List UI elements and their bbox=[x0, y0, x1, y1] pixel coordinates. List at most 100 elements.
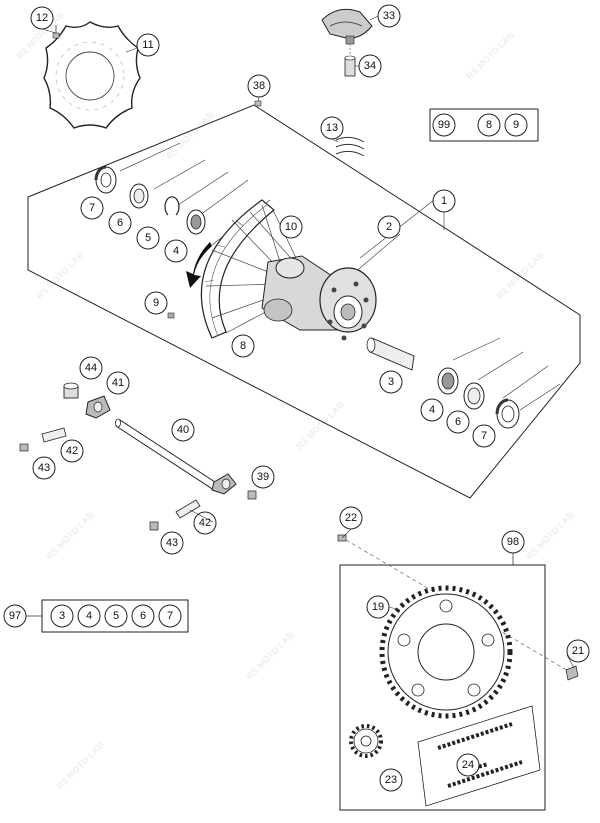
callout-label: 42 bbox=[66, 445, 78, 457]
callout-4b bbox=[420, 398, 444, 422]
valve-nut bbox=[254, 100, 262, 107]
callout-label: 2 bbox=[386, 221, 392, 233]
sprocket-kit-box bbox=[339, 553, 546, 811]
watermark: RS MOTO LAB bbox=[464, 30, 516, 82]
kit-97-item bbox=[50, 604, 74, 628]
callout-label: 1 bbox=[441, 195, 447, 207]
rear-sprocket bbox=[379, 585, 513, 719]
callout-label: 44 bbox=[85, 362, 97, 374]
chain-guide-part bbox=[321, 8, 373, 56]
callout-39 bbox=[251, 465, 275, 489]
callout-label: 42 bbox=[199, 517, 211, 529]
axle-spacer bbox=[63, 382, 79, 399]
inner-bearing bbox=[186, 209, 206, 235]
adjuster-nut bbox=[149, 521, 159, 531]
rotation-direction-arrow bbox=[186, 242, 212, 288]
callout-41 bbox=[106, 371, 130, 395]
callout-7b bbox=[472, 424, 496, 448]
kit-97-item-label: 5 bbox=[113, 610, 119, 622]
callout-7 bbox=[80, 196, 104, 220]
wheel-rim bbox=[200, 199, 275, 339]
callout-label: 43 bbox=[166, 537, 178, 549]
callout-3 bbox=[379, 370, 403, 394]
callout-label: 21 bbox=[572, 645, 584, 657]
adjuster-bolt bbox=[175, 499, 201, 519]
kit-97-label: 97 bbox=[9, 610, 21, 622]
callout-43b bbox=[160, 531, 184, 555]
callout-leaders bbox=[41, 15, 575, 669]
callout-label: 22 bbox=[345, 512, 357, 524]
watermark: RS MOTO LAB bbox=[524, 510, 576, 562]
callout-label: 41 bbox=[112, 377, 124, 389]
callout-label: 38 bbox=[253, 80, 265, 92]
callout-label: 6 bbox=[455, 416, 461, 428]
right-bearing-2 bbox=[463, 382, 485, 410]
callout-label: 5 bbox=[145, 232, 151, 244]
spacer-sleeve bbox=[344, 55, 356, 77]
kit-97-item bbox=[158, 604, 182, 628]
brake-disc bbox=[43, 21, 141, 129]
left-shaft-seal bbox=[94, 165, 117, 194]
adjuster-nut bbox=[19, 443, 29, 452]
callout-label: 6 bbox=[117, 217, 123, 229]
callout-label: 7 bbox=[89, 202, 95, 214]
kit-99-label: 99 bbox=[438, 119, 450, 131]
kit-97-item-label: 3 bbox=[59, 610, 65, 622]
callout-label: 33 bbox=[383, 10, 395, 22]
callout-42 bbox=[60, 439, 84, 463]
callout-label: 12 bbox=[36, 12, 48, 24]
kit-97-item-label: 6 bbox=[140, 610, 146, 622]
callout-24 bbox=[456, 753, 480, 777]
watermark: RS MOTO LAB bbox=[294, 400, 346, 452]
left-bearing bbox=[129, 183, 149, 209]
callout-labels: 12 11 33 34 38 13 1 7 6 5 4 10 2 9 8 3 4… bbox=[36, 10, 584, 786]
callout-label: 4 bbox=[173, 245, 179, 257]
watermark: RS MOTO LAB bbox=[244, 630, 296, 682]
kit-97-item bbox=[131, 604, 155, 628]
callout-43 bbox=[32, 456, 56, 480]
callout-9 bbox=[144, 291, 168, 315]
watermark: RS MOTO LAB bbox=[164, 110, 216, 162]
kit-99-item-label: 9 bbox=[513, 119, 519, 131]
axle-head bbox=[211, 473, 237, 495]
kit-99-item bbox=[504, 113, 528, 137]
callout-10 bbox=[279, 215, 303, 239]
wheel-axle bbox=[115, 418, 219, 491]
kit-99: 99 8 9 bbox=[429, 108, 539, 142]
kit-97-item bbox=[104, 604, 128, 628]
right-shaft-seal bbox=[495, 398, 520, 429]
callout-21 bbox=[566, 639, 590, 663]
chain-adjuster bbox=[85, 395, 111, 419]
wheel-hub bbox=[261, 255, 377, 341]
callout-label: 40 bbox=[177, 424, 189, 436]
kit-97: 97 3 4 5 6 7 bbox=[3, 599, 189, 633]
callout-42b bbox=[193, 511, 217, 535]
watermark: RS MOTO LAB bbox=[494, 250, 546, 302]
callout-label: 9 bbox=[153, 297, 159, 309]
callout-8 bbox=[231, 334, 255, 358]
callout-label: 24 bbox=[462, 759, 474, 771]
wheel-assembly-frame bbox=[27, 104, 581, 499]
callout-6 bbox=[108, 211, 132, 235]
callout-label: 13 bbox=[326, 122, 338, 134]
right-bearing bbox=[437, 367, 459, 395]
callout-4 bbox=[164, 239, 188, 263]
callout-label: 43 bbox=[38, 462, 50, 474]
callout-label: 11 bbox=[142, 39, 153, 51]
kit-97-item bbox=[77, 604, 101, 628]
callout-label: 4 bbox=[429, 404, 435, 416]
callout-6b bbox=[446, 410, 470, 434]
callout-98 bbox=[501, 530, 525, 554]
rim-tape bbox=[335, 136, 365, 157]
kit-97-item-label: 7 bbox=[167, 610, 173, 622]
spoke-nipple bbox=[167, 312, 175, 319]
chain-kit-box bbox=[417, 705, 541, 807]
axle-nut bbox=[247, 490, 257, 500]
callout-11 bbox=[136, 33, 160, 57]
callout-5 bbox=[136, 226, 160, 250]
callout-label: 34 bbox=[364, 60, 376, 72]
adjuster-bolt bbox=[41, 427, 67, 443]
sprocket-nut bbox=[565, 665, 579, 681]
kit-99-badge bbox=[432, 113, 456, 137]
